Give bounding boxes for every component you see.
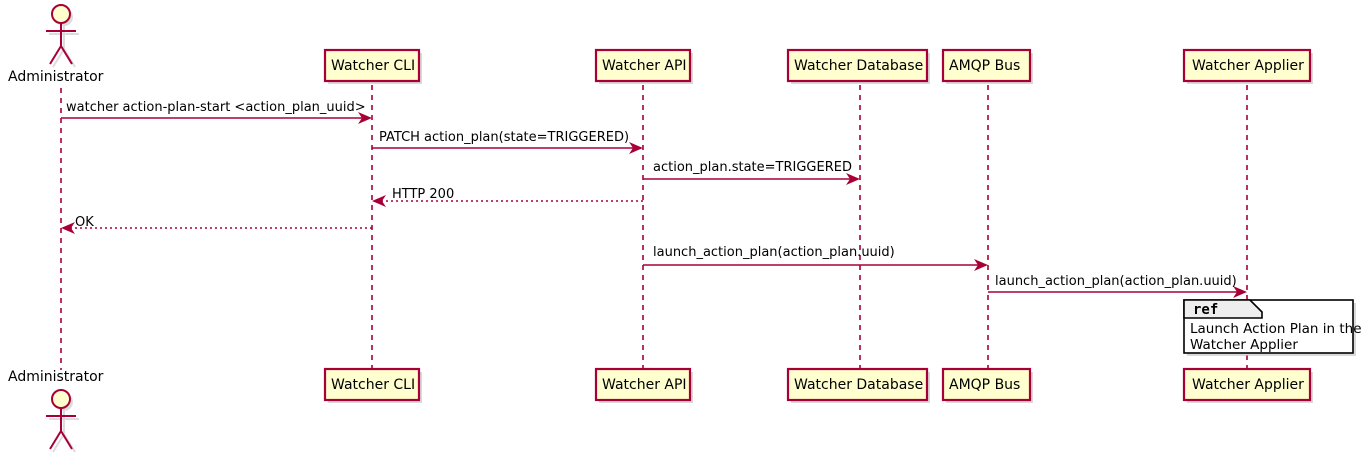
message-arrow-5 bbox=[61, 222, 372, 234]
message-arrows bbox=[61, 112, 1247, 298]
participant-box-watcher-applier-top[interactable] bbox=[1182, 48, 1312, 83]
participant-label-watcher-database-bottom: Watcher Database bbox=[794, 377, 924, 393]
participant-label-watcher-cli-bottom: Watcher CLI bbox=[331, 377, 416, 393]
ref-box-tab bbox=[1183, 299, 1263, 319]
message-arrow-1 bbox=[61, 112, 372, 124]
message-arrow-4 bbox=[372, 195, 643, 207]
actor-body-icon bbox=[46, 23, 76, 65]
participant-box-watcher-database-top[interactable] bbox=[786, 48, 929, 83]
participant-label-amqp-bus-top: AMQP Bus bbox=[949, 58, 1021, 74]
message-label-1: watcher action-plan-start <action_plan_u… bbox=[66, 100, 366, 115]
participant-label-watcher-applier-bottom: Watcher Applier bbox=[1192, 377, 1304, 393]
participant-boxes-top bbox=[323, 48, 1313, 84]
actor-body-icon bbox=[46, 408, 76, 450]
actor-administrator-top bbox=[46, 4, 79, 68]
actor-head-icon bbox=[51, 4, 71, 24]
message-label-4: HTTP 200 bbox=[392, 187, 455, 202]
participant-boxes-bottom bbox=[323, 367, 1313, 403]
participant-box-watcher-cli-top[interactable] bbox=[323, 48, 421, 83]
participant-box-watcher-database-bottom[interactable] bbox=[786, 367, 929, 402]
message-label-7: launch_action_plan(action_plan.uuid) bbox=[995, 274, 1237, 289]
actor-head-icon bbox=[51, 389, 71, 409]
message-arrow-3 bbox=[643, 173, 860, 185]
ref-body-line-1: Launch Action Plan in the bbox=[1190, 321, 1362, 337]
participant-box-amqp-bus-top[interactable] bbox=[941, 48, 1032, 83]
participant-label-watcher-applier-top: Watcher Applier bbox=[1192, 58, 1304, 74]
participant-box-amqp-bus-bottom[interactable] bbox=[941, 367, 1032, 402]
ref-keyword-label: ref bbox=[1193, 302, 1219, 318]
message-label-2: PATCH action_plan(state=TRIGGERED) bbox=[379, 130, 630, 145]
actor-administrator-bottom bbox=[46, 389, 79, 453]
message-arrow-7 bbox=[988, 286, 1247, 298]
participant-box-watcher-cli-bottom[interactable] bbox=[323, 367, 421, 402]
participant-label-amqp-bus-bottom: AMQP Bus bbox=[949, 377, 1021, 393]
message-label-3: action_plan.state=TRIGGERED bbox=[653, 160, 852, 175]
ref-block bbox=[1183, 299, 1356, 356]
participant-label-watcher-cli-top: Watcher CLI bbox=[331, 58, 416, 74]
participant-label-watcher-api-top: Watcher API bbox=[602, 58, 687, 74]
participant-box-watcher-api-top[interactable] bbox=[594, 48, 692, 83]
actor-label-administrator-top: Administrator bbox=[8, 69, 104, 85]
lifelines bbox=[60, 85, 1248, 370]
participant-label-watcher-api-bottom: Watcher API bbox=[602, 377, 687, 393]
actor-label-administrator-bottom: Administrator bbox=[8, 369, 104, 385]
ref-body-line-2: Watcher Applier bbox=[1190, 337, 1298, 353]
participant-box-watcher-applier-bottom[interactable] bbox=[1182, 367, 1312, 402]
participant-label-watcher-database-top: Watcher Database bbox=[794, 58, 924, 74]
message-arrow-2 bbox=[372, 142, 643, 154]
message-label-6: launch_action_plan(action_plan.uuid) bbox=[653, 245, 895, 260]
message-label-5: OK bbox=[75, 215, 94, 230]
participant-box-watcher-api-bottom[interactable] bbox=[594, 367, 692, 402]
message-arrow-6 bbox=[643, 259, 988, 271]
